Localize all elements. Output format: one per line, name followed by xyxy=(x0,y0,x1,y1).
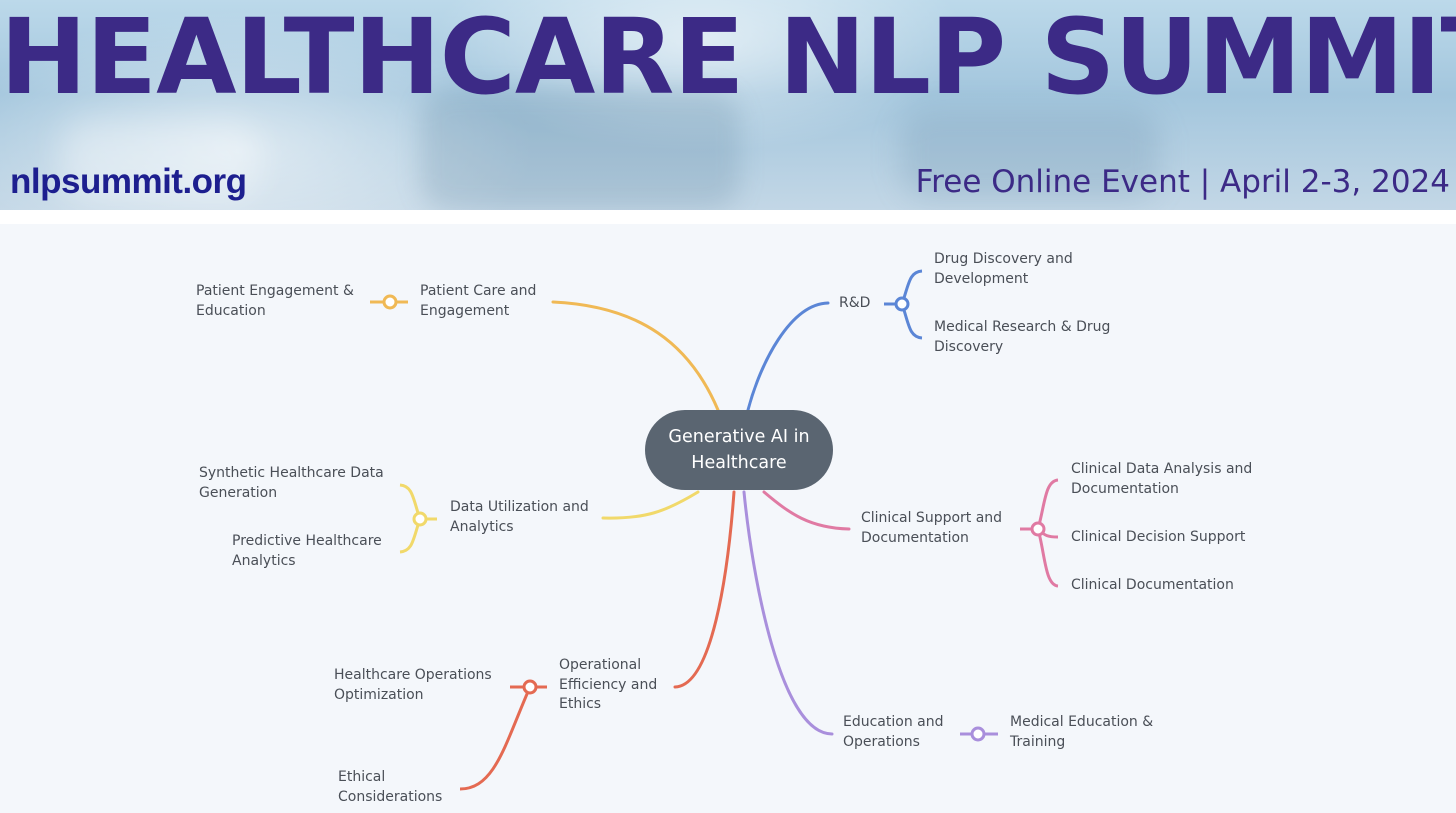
link-center-patient-care xyxy=(551,300,720,412)
leaf-patient-engagement-education[interactable]: Patient Engagement & Education xyxy=(196,283,354,319)
leaf-predictive-healthcare-analytics[interactable]: Predictive Healthcare Analytics xyxy=(232,533,382,569)
central-topic-label: Generative AI in Healthcare xyxy=(668,427,810,473)
link-operational-child-2 xyxy=(459,686,532,791)
junction-clinical xyxy=(1030,521,1046,537)
branch-rnd[interactable]: R&D xyxy=(839,295,871,311)
leaf-drug-discovery-development[interactable]: Drug Discovery and Development xyxy=(934,251,1073,287)
mindmap-links xyxy=(370,269,1059,791)
leaf-medical-research-drug-discovery[interactable]: Medical Research & Drug Discovery xyxy=(934,319,1111,355)
junction-patient-care xyxy=(382,294,398,310)
junction-data-utilization xyxy=(412,511,428,527)
link-center-data-utilization xyxy=(601,490,700,520)
leaf-clinical-decision-support[interactable]: Clinical Decision Support xyxy=(1071,529,1246,545)
junction-education xyxy=(970,726,986,742)
link-center-education xyxy=(742,490,834,736)
event-banner: HEALTHCARE NLP SUMMIT nlpsummit.org Free… xyxy=(0,0,1456,210)
leaf-clinical-documentation[interactable]: Clinical Documentation xyxy=(1071,577,1234,593)
leaf-ethical-considerations[interactable]: Ethical Considerations xyxy=(338,769,443,805)
banner-event-info: Free Online Event | April 2-3, 2024 xyxy=(915,164,1450,200)
branch-clinical-support[interactable]: Clinical Support and Documentation xyxy=(861,510,1003,546)
branch-education-operations[interactable]: Education and Operations xyxy=(843,714,944,750)
banner-title: HEALTHCARE NLP SUMMIT xyxy=(0,0,1456,118)
link-center-operational xyxy=(673,490,736,689)
link-center-rnd xyxy=(746,301,830,412)
leaf-synthetic-healthcare-data[interactable]: Synthetic Healthcare Data Generation xyxy=(199,465,384,501)
junction-operational xyxy=(522,679,538,695)
branch-patient-care[interactable]: Patient Care and Engagement xyxy=(420,283,537,319)
branch-operational-efficiency[interactable]: Operational Efficiency and Ethics xyxy=(559,657,658,712)
leaf-healthcare-operations-optimization[interactable]: Healthcare Operations Optimization xyxy=(334,667,492,703)
junction-rnd xyxy=(894,296,910,312)
leaf-medical-education-training[interactable]: Medical Education & Training xyxy=(1010,714,1154,750)
link-center-clinical xyxy=(762,490,851,531)
central-topic-node[interactable]: Generative AI in Healthcare xyxy=(645,410,833,490)
banner-url: nlpsummit.org xyxy=(10,162,247,201)
leaf-clinical-data-analysis[interactable]: Clinical Data Analysis and Documentation xyxy=(1071,461,1253,497)
branch-data-utilization[interactable]: Data Utilization and Analytics xyxy=(450,499,589,535)
banner-divider xyxy=(0,210,1456,224)
mindmap: Generative AI in Healthcare Patient Care… xyxy=(0,224,1456,813)
link-clinical-child-1 xyxy=(1036,478,1059,530)
